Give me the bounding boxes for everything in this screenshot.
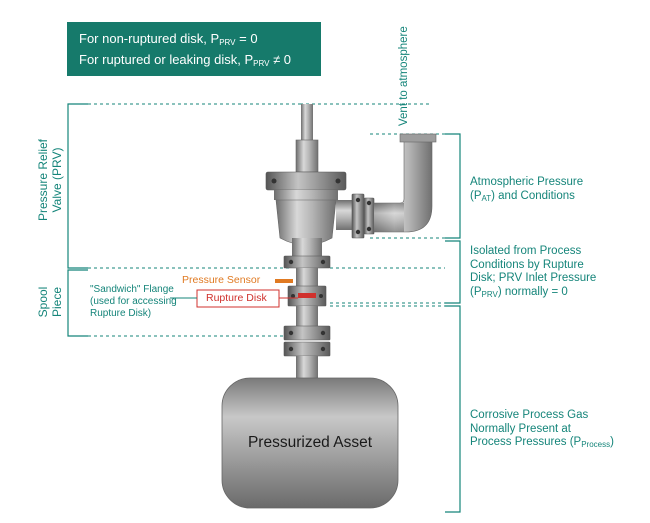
callout-line-1: For non-ruptured disk, PPRV = 0 — [79, 30, 309, 51]
spool-label-line-1: Spool — [36, 286, 50, 318]
spool-piece-label: Spool Piece — [36, 272, 64, 332]
sandwich-label-line-3: Rupture Disk) — [90, 308, 152, 319]
callout-line-1-sub: PRV — [219, 38, 236, 47]
proc-label-line-3: Process Pressures (PProcess) — [470, 436, 645, 452]
valve-bonnet — [265, 171, 347, 200]
upper-flange — [283, 255, 331, 269]
atm-label-line-2-sub: AT — [481, 193, 492, 203]
nozzle-pipe — [296, 356, 318, 380]
iso-label-line-4-sub: PRV — [481, 289, 498, 299]
iso-label-line-2: Conditions by Rupture — [470, 258, 584, 271]
sandwich-label-line-1: "Sandwich" Flange — [90, 284, 174, 295]
proc-label-line-3-prefix: Process Pressures (P — [470, 436, 582, 448]
iso-label-line-4: (PPRV) normally = 0 — [470, 286, 640, 302]
valve-body — [275, 199, 337, 256]
callout-line-2: For ruptured or leaking disk, PPRV ≠ 0 — [79, 51, 309, 72]
iso-label-line-4-prefix: (P — [470, 285, 482, 298]
proc-label-line-3-sub: Process — [581, 440, 611, 449]
pressure-condition-callout: For non-ruptured disk, PPRV = 0 For rupt… — [67, 22, 321, 76]
outlet-pipe — [336, 193, 375, 239]
isolated-bracket — [330, 240, 461, 304]
callout-line-1-suffix: = 0 — [235, 31, 258, 46]
callout-line-2-sub: PRV — [253, 59, 270, 68]
iso-label-line-1: Isolated from Process — [470, 245, 582, 257]
pressurized-asset-label: Pressurized Asset — [247, 434, 373, 451]
iso-label-line-4-suffix: ) normally = 0 — [497, 285, 568, 298]
isolated-label: Isolated from Process Conditions by Rupt… — [470, 245, 640, 301]
atmospheric-pressure-label: Atmospheric Pressure (PAT) and Condition… — [470, 176, 640, 205]
rupture-disk-marker — [298, 293, 316, 298]
prv-label: Pressure Relief Valve (PRV) — [36, 120, 64, 240]
pressurized-asset-tank — [221, 377, 399, 509]
pressure-sensor-marker — [275, 279, 293, 283]
process-bracket — [330, 305, 461, 513]
sandwich-label-line-2: (used for accessing — [90, 296, 177, 307]
pressure-sensor-label: Pressure Sensor — [182, 274, 261, 286]
sandwich-flange-label: "Sandwich" Flange (used for accessing Ru… — [90, 284, 177, 320]
iso-label-line-3: Disk; PRV Inlet Pressure — [470, 272, 597, 284]
valve-stem — [295, 104, 319, 173]
callout-line-2-suffix: ≠ 0 — [269, 52, 292, 67]
callout-line-2-prefix: For ruptured or leaking disk, P — [79, 52, 254, 67]
inlet-pipe-middle — [296, 306, 318, 328]
lower-flange — [283, 325, 331, 357]
prv-label-line-1: Pressure Relief — [36, 138, 50, 222]
atm-label-line-2: (PAT) and Conditions — [470, 190, 640, 206]
spool-label-line-2: Piece — [50, 286, 64, 318]
atm-label-line-1: Atmospheric Pressure — [470, 176, 584, 188]
prv-label-line-2: Valve (PRV) — [50, 147, 64, 213]
spool-bracket — [67, 269, 290, 337]
atm-label-line-2-suffix: ) and Conditions — [491, 189, 575, 202]
vent-elbow — [373, 133, 437, 233]
callout-line-1-prefix: For non-ruptured disk, P — [79, 31, 220, 46]
rupture-disk-label: Rupture Disk — [206, 292, 267, 304]
vent-label: Vent to atmosphere — [398, 26, 410, 126]
prv-bracket — [67, 103, 303, 269]
proc-label-line-1: Corrosive Process Gas — [470, 409, 589, 421]
proc-label-line-3-suffix: ) — [610, 436, 614, 448]
proc-label-line-2: Normally Present at — [470, 422, 571, 435]
process-gas-label: Corrosive Process Gas Normally Present a… — [470, 409, 645, 452]
inlet-pipe-upper — [296, 268, 318, 286]
atm-label-line-2-prefix: (P — [470, 189, 482, 202]
